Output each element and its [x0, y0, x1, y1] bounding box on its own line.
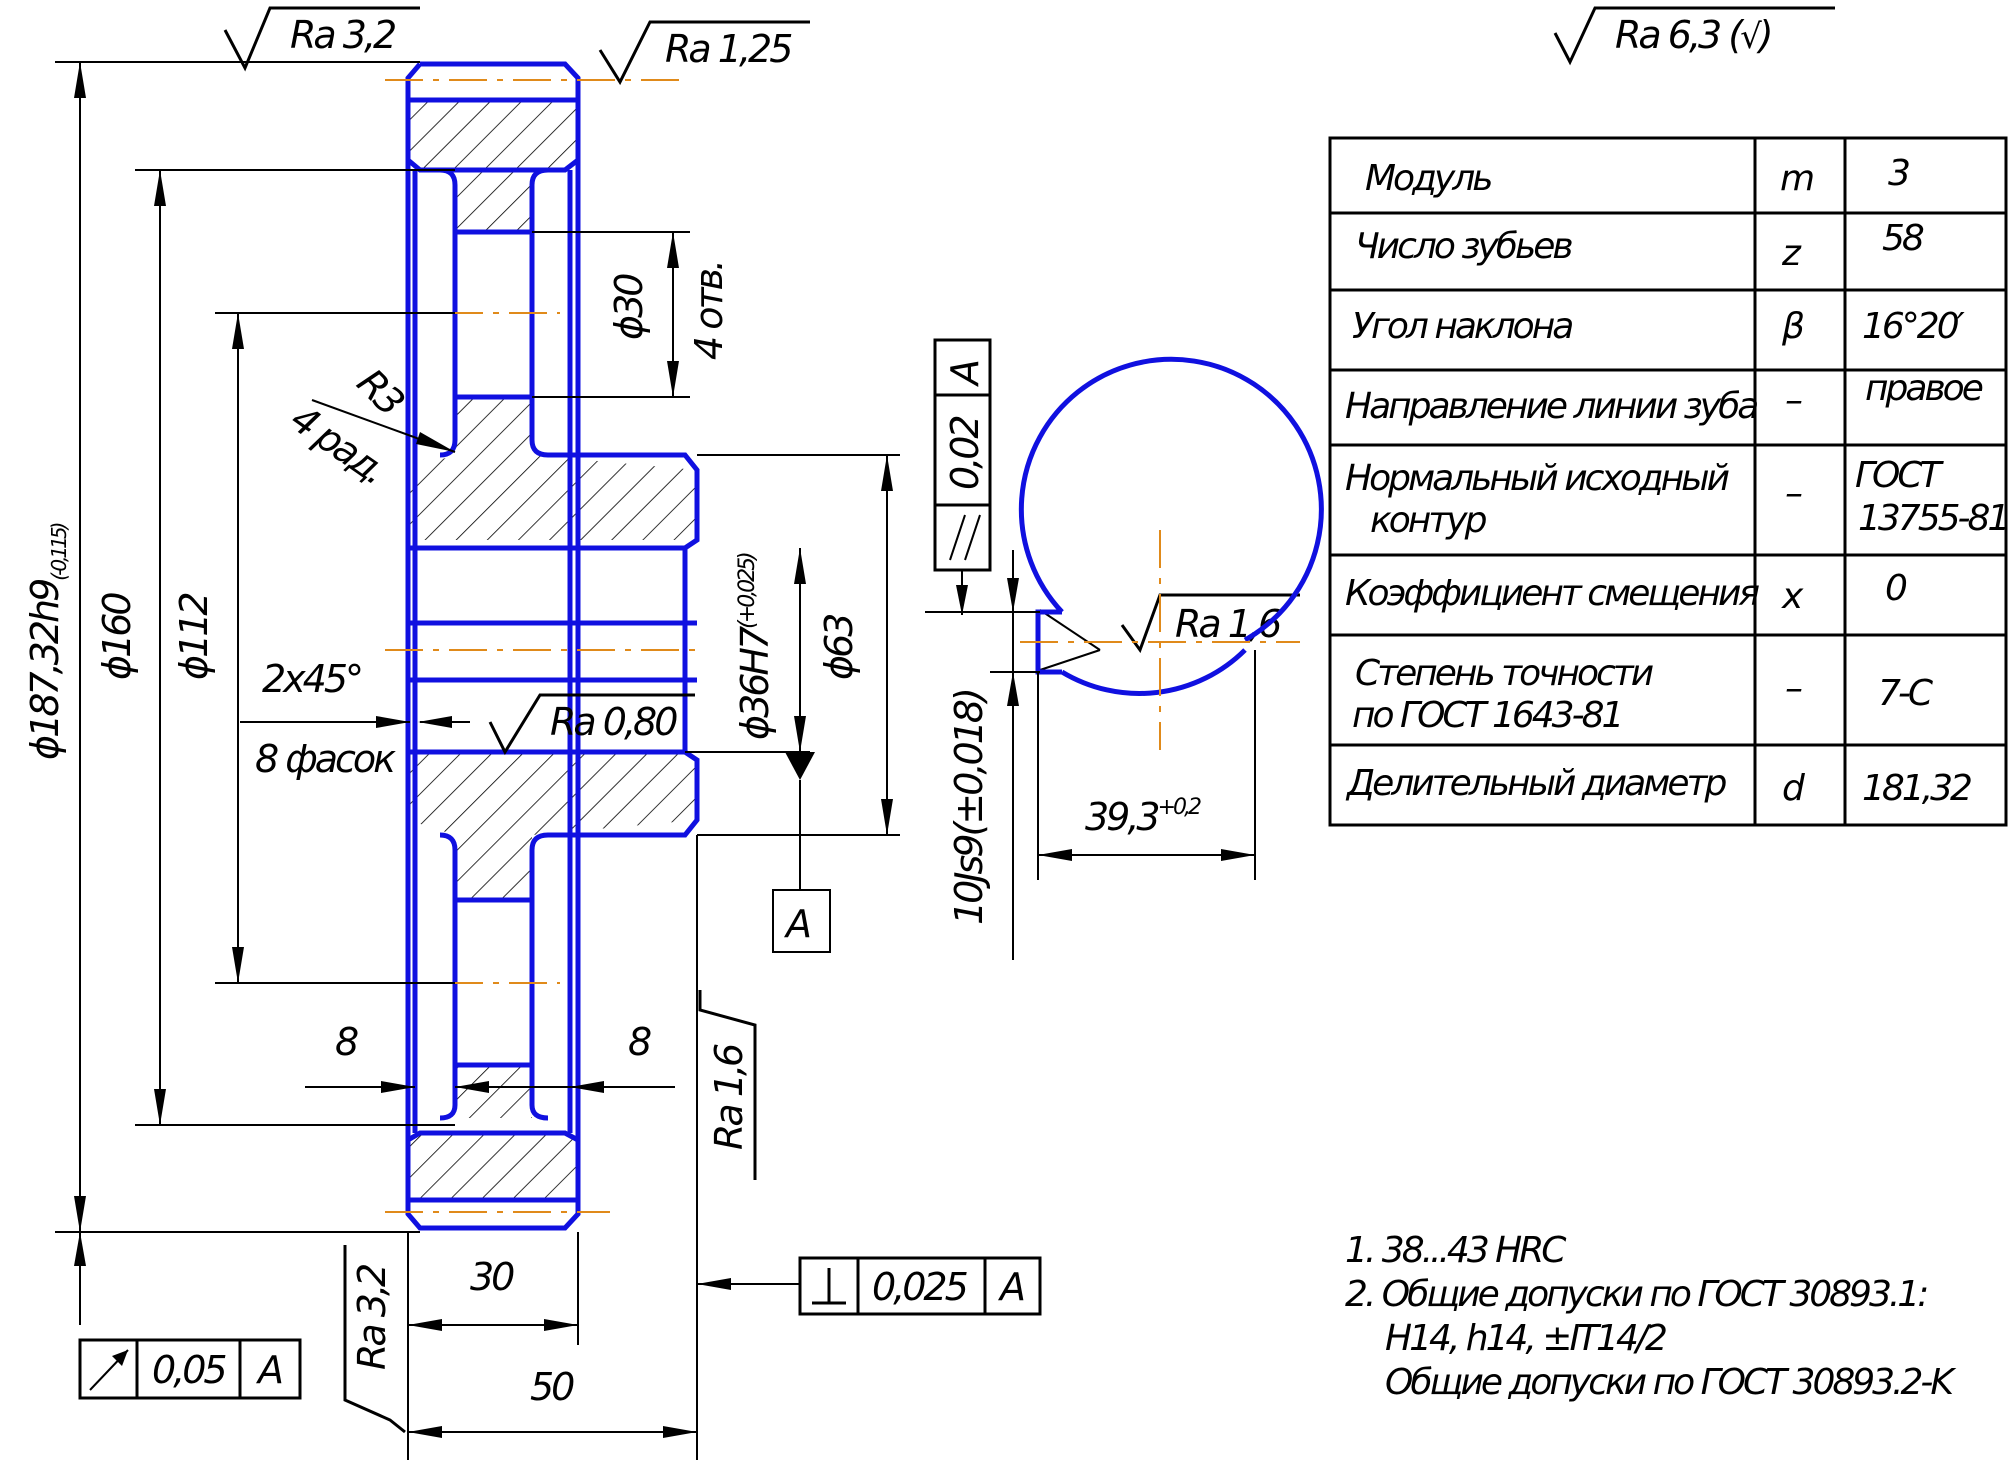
table-row-2-value: 58 [1882, 218, 1924, 259]
table-row-8-value: 181,32 [1862, 768, 1971, 809]
table-row-2-symbol: z [1781, 233, 1802, 274]
table-row-1-symbol: m [1780, 158, 1813, 199]
parallel-value: 0,02 [943, 417, 987, 490]
table-row-3-symbol: β [1781, 306, 1804, 347]
dimension-lines: A [55, 61, 900, 1460]
roughness-left-face: Ra 3,2 [350, 1265, 394, 1370]
center-lines [385, 79, 700, 1213]
table-row-4-symbol: – [1785, 380, 1802, 421]
roughness-right-face: Ra 1,6 [707, 1044, 751, 1150]
note-3: H14, h14, ±IT14/2 [1385, 1318, 1666, 1359]
table-row-5-symbol: – [1785, 473, 1802, 514]
datum-a-label: A [783, 902, 810, 946]
key-depth-label: 39,3+0,2 [1085, 795, 1201, 839]
d112-label: ϕ112 [172, 594, 216, 680]
roughness-symbols: Ra 6,3 (√) Ra 3,2 Ra 1,25 Ra 0,80 Ra 1,6… [223, 6, 1835, 1434]
table-row-7-name: Степень точности [1355, 653, 1654, 694]
parameter-table: Модуль m 3 Число зубьев z 58 Угол наклон… [1328, 136, 2010, 827]
web-left-label: 8 [335, 1020, 358, 1064]
web-right-label: 8 [628, 1020, 651, 1064]
table-row-8-name: Делительный диаметр [1345, 763, 1726, 804]
gear-outline [405, 61, 700, 1231]
total-width-label: 50 [530, 1365, 574, 1409]
keyway-detail: 10Js9(±0,018) 39,3+0,2 [925, 356, 1324, 960]
note-4: Общие допуски по ГОСТ 30893.2-K [1385, 1362, 1956, 1403]
technical-notes: 1. 38...43 HRC 2. Общие допуски по ГОСТ … [1345, 1230, 1959, 1403]
parallel-frame: 0,02 A [933, 338, 992, 615]
perpendicular-datum: A [997, 1265, 1024, 1309]
table-row-4-value: правое [1865, 368, 1983, 409]
table-row-4-name: Направление линии зуба [1345, 386, 1757, 427]
table-row-5-value2: 13755-81 [1858, 498, 2007, 539]
radius-label: R3 [349, 360, 412, 423]
d30-label: ϕ30 [607, 274, 651, 340]
table-row-7-symbol: – [1785, 668, 1802, 709]
roughness-tooth-tip: Ra 1,25 [665, 27, 792, 71]
hub-width-inner-label: 30 [470, 1255, 514, 1299]
key-width-label: 10Js9(±0,018) [947, 690, 991, 925]
table-row-2-name: Число зубьев [1355, 226, 1572, 267]
table-row-1-name: Модуль [1365, 158, 1491, 199]
chamfer-count-label: 8 фасок [255, 737, 396, 781]
parallel-datum: A [943, 361, 987, 388]
table-row-5-name: Нормальный исходный [1345, 458, 1730, 499]
table-row-3-name: Угол наклона [1352, 306, 1572, 347]
holes-label: 4 отв. [687, 262, 731, 360]
table-row-1-value: 3 [1888, 153, 1909, 194]
gear-section [385, 61, 700, 1231]
table-row-7-name2: по ГОСТ 1643-81 [1352, 695, 1621, 736]
table-row-6-name: Коэффициент смещения [1345, 573, 1759, 614]
bore-diameter-label: ϕ36H7(+0,025) [733, 553, 777, 740]
runout-datum: A [255, 1348, 282, 1392]
table-row-6-symbol: x [1781, 576, 1804, 617]
note-2: 2. Общие допуски по ГОСТ 30893.1: [1345, 1274, 1927, 1315]
table-row-6-value: 0 [1885, 568, 1907, 609]
hub-diameter-label: ϕ63 [817, 615, 861, 680]
runout-value: 0,05 [152, 1348, 226, 1392]
section-hatching [408, 100, 697, 1200]
runout-frame: 0,05 A [78, 1338, 302, 1400]
table-row-3-value: 16°20′ [1862, 306, 1965, 347]
table-row-7-value: 7-С [1878, 673, 1934, 714]
table-row-5-value: ГОСТ [1855, 455, 1945, 496]
d160-label: ϕ160 [95, 593, 139, 680]
perpendicular-frame: 0,025 A [798, 1256, 1042, 1316]
roughness-bore: Ra 0,80 [550, 700, 677, 744]
table-row-5-name2: контур [1370, 500, 1487, 541]
table-row-8-symbol: d [1782, 768, 1806, 809]
chamfer-label: 2x45° [262, 657, 361, 701]
perpendicular-value: 0,025 [872, 1265, 968, 1309]
roughness-general: Ra 6,3 (√) [1615, 13, 1771, 57]
roughness-rim-top: Ra 3,2 [290, 13, 395, 57]
note-1: 1. 38...43 HRC [1345, 1230, 1567, 1271]
tip-diameter-label: ϕ187,32h9(-0,115) [23, 523, 71, 760]
